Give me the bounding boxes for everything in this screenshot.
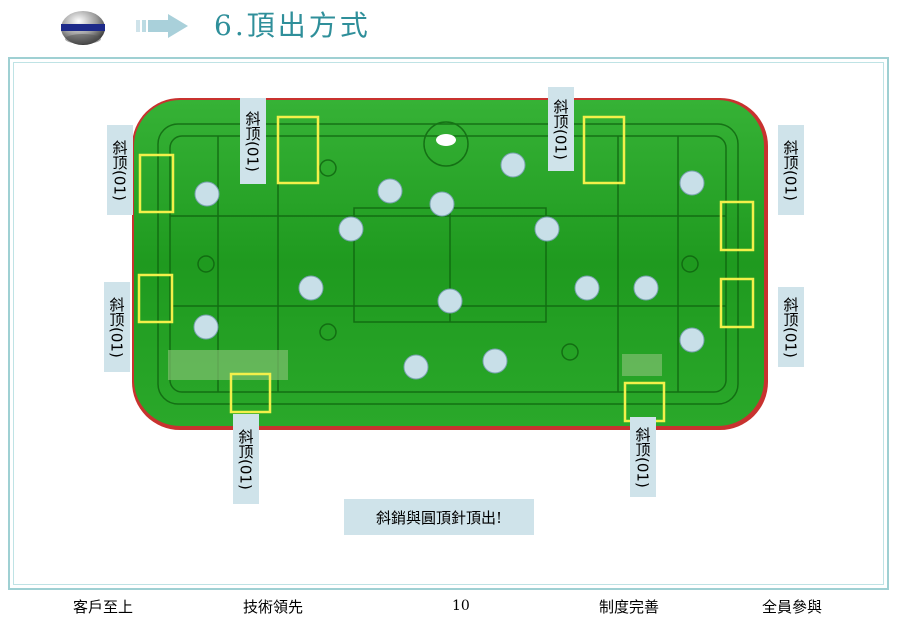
ejector-pin <box>194 181 220 207</box>
company-logo <box>61 11 105 45</box>
ejector-pin <box>633 275 659 301</box>
lifter-label: 斜顶(01) <box>778 287 804 367</box>
footer-item: 技術領先 <box>243 598 304 616</box>
lifter-label: 斜顶(01) <box>778 125 804 215</box>
lifter-marker <box>719 277 755 329</box>
lifter-marker <box>229 372 272 414</box>
ejector-pin <box>193 314 219 340</box>
lifter-label: 斜顶(01) <box>233 414 259 504</box>
lifter-marker <box>582 115 626 185</box>
lifter-marker <box>719 200 755 252</box>
page-number: 10 <box>452 598 470 614</box>
lifter-label: 斜顶(01) <box>240 98 266 184</box>
ejector-pin <box>377 178 403 204</box>
lifter-label: 斜顶(01) <box>107 125 133 215</box>
arrow-right-icon <box>136 14 188 38</box>
ejector-pin <box>403 354 429 380</box>
lifter-marker <box>276 115 320 185</box>
lifter-label: 斜顶(01) <box>548 87 574 171</box>
ejector-pin <box>437 288 463 314</box>
ejector-pin <box>429 191 455 217</box>
mold-part-illustration <box>132 98 768 430</box>
lifter-label: 斜顶(01) <box>104 282 130 372</box>
ejector-pin <box>482 348 508 374</box>
footer-item: 全員參與 <box>762 598 823 616</box>
ejector-pin <box>679 170 705 196</box>
page-title: 6.頂出方式 <box>214 9 371 42</box>
ejection-note: 斜銷與圓頂針頂出! <box>344 499 534 535</box>
ejector-pin <box>574 275 600 301</box>
footer-item: 客戶至上 <box>73 598 134 616</box>
lifter-marker <box>138 153 175 214</box>
content-frame <box>8 57 889 590</box>
ejector-pin <box>298 275 324 301</box>
lifter-label: 斜顶(01) <box>630 417 656 497</box>
lifter-marker <box>623 381 666 423</box>
ejector-pin <box>679 327 705 353</box>
footer-item: 制度完善 <box>599 598 660 616</box>
ejector-pin <box>534 216 560 242</box>
ejector-pin <box>338 216 364 242</box>
ejector-pin <box>500 152 526 178</box>
lifter-marker <box>137 273 174 324</box>
